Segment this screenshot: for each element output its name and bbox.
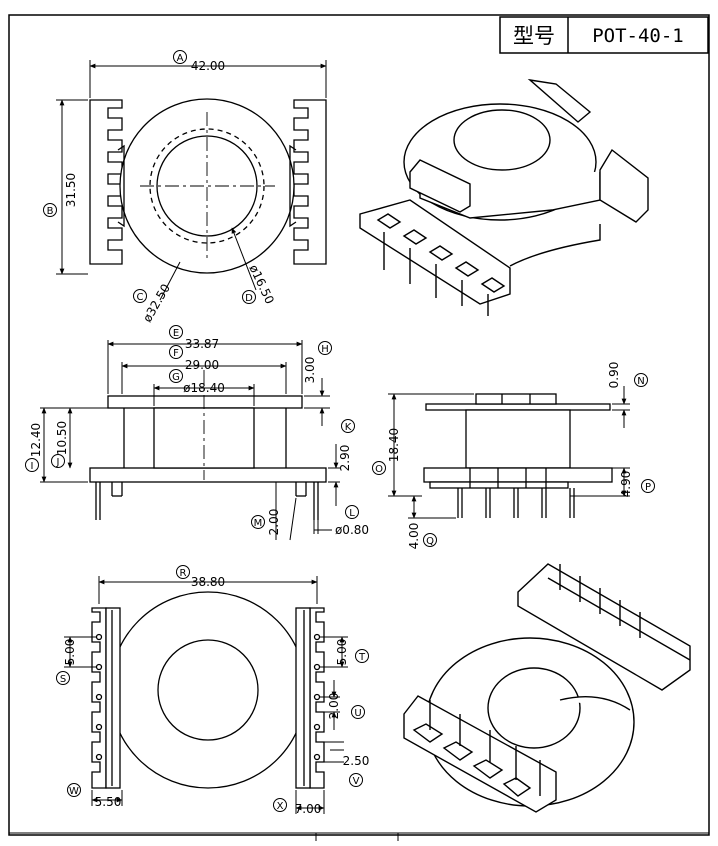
- title-block: 型号 POT-40-1: [499, 16, 709, 54]
- dim-j: 10.50: [55, 421, 69, 455]
- front-view-dimensions: [40, 340, 340, 541]
- dim-h: 3.00: [303, 357, 317, 384]
- bottom-view-markers: R S T U V W X: [56, 565, 369, 812]
- marker-j: J: [56, 457, 60, 468]
- side-view-markers: N O P Q: [372, 373, 655, 547]
- marker-s: S: [60, 674, 66, 685]
- dim-u: 2.00: [327, 693, 341, 720]
- dim-s: 5.00: [63, 639, 77, 666]
- marker-d: D: [245, 293, 253, 304]
- dim-v: 2.50: [343, 754, 370, 768]
- marker-w: W: [69, 786, 79, 797]
- dim-g: ø18.40: [183, 381, 225, 395]
- dim-c: ø32.50: [140, 281, 173, 324]
- top-view-markers: A B C D: [43, 50, 256, 304]
- isometric-view-top: [359, 78, 649, 316]
- dim-k: 2.90: [338, 445, 352, 472]
- marker-k: K: [345, 422, 352, 433]
- marker-c: C: [137, 292, 144, 303]
- title-label: 型号: [513, 24, 555, 48]
- marker-t: T: [358, 652, 366, 663]
- marker-f: F: [173, 348, 179, 359]
- marker-e: E: [173, 328, 179, 339]
- marker-i: I: [31, 461, 34, 472]
- marker-l: L: [349, 508, 355, 519]
- dim-a: 42.00: [191, 59, 225, 73]
- isometric-view-bottom: [403, 563, 691, 813]
- top-view: [89, 98, 327, 274]
- dim-l: ø0.80: [335, 523, 369, 537]
- dim-t: 5.00: [335, 639, 349, 666]
- dim-q: 4.00: [407, 523, 421, 550]
- dim-x: 7.00: [295, 802, 322, 816]
- bottom-view-dimensions: [64, 576, 348, 814]
- marker-h: H: [321, 344, 329, 355]
- dim-m: 2.00: [267, 509, 281, 536]
- marker-g: G: [172, 372, 180, 383]
- dim-f: 29.00: [185, 358, 219, 372]
- marker-b: B: [47, 206, 54, 217]
- marker-v: V: [353, 776, 360, 787]
- marker-m: M: [254, 518, 263, 529]
- dim-i: 12.40: [29, 423, 43, 457]
- dim-e: 33.87: [185, 337, 219, 351]
- drawing-frame: [8, 14, 710, 836]
- marker-n: N: [637, 376, 644, 387]
- dim-w: 5.50: [95, 795, 122, 809]
- marker-p: P: [645, 482, 651, 493]
- side-view: [423, 393, 613, 518]
- marker-a: A: [177, 53, 184, 64]
- model-number: POT-40-1: [592, 25, 684, 47]
- dim-o: 18.40: [387, 428, 401, 462]
- marker-o: O: [375, 464, 383, 475]
- marker-r: R: [180, 568, 187, 579]
- marker-x: X: [277, 801, 284, 812]
- dim-r: 38.80: [191, 575, 225, 589]
- top-view-dimensions: [56, 60, 327, 301]
- dim-n: 0.90: [607, 362, 621, 389]
- side-view-dimensions: [388, 386, 630, 519]
- marker-q: Q: [426, 536, 434, 547]
- dim-p: 4.90: [619, 471, 633, 498]
- bottom-view: [91, 591, 325, 789]
- marker-u: U: [354, 708, 361, 719]
- front-view-markers: E F G H I J K L M: [25, 325, 359, 529]
- dim-b: 31.50: [64, 173, 78, 207]
